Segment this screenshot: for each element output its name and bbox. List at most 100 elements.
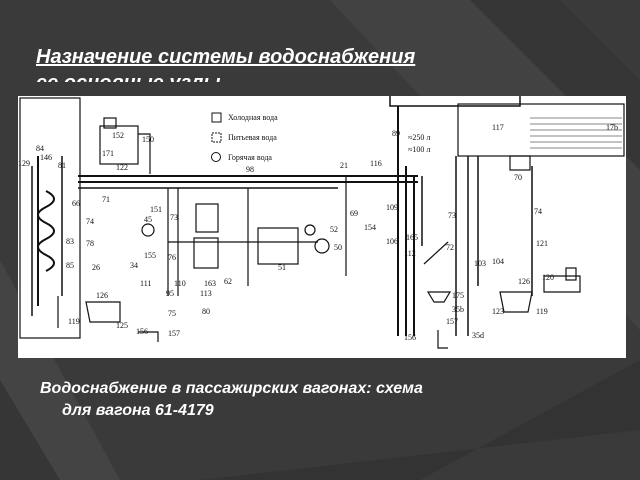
drain-right [437, 330, 448, 349]
label: 123 [492, 307, 504, 316]
boiler-coil [37, 190, 55, 272]
label: 85 [66, 261, 74, 270]
label: 104 [492, 257, 504, 266]
label: 17b [606, 123, 618, 132]
cold-water-icon [211, 112, 222, 123]
label: 84 [36, 144, 44, 153]
label: 73 [448, 211, 456, 220]
label: 95 [166, 289, 174, 298]
tank-water-hatch [530, 117, 622, 149]
pump [314, 238, 330, 254]
label: 126 [96, 291, 108, 300]
label: 156 [136, 327, 148, 336]
label: 34 [130, 261, 138, 270]
label: 157 [168, 329, 180, 338]
label: 119 [536, 307, 548, 316]
label: 156 [404, 333, 416, 342]
label: 89 [392, 129, 400, 138]
label: 72 [446, 243, 454, 252]
label: 74 [534, 207, 542, 216]
label: 175 [452, 291, 464, 300]
caption-line-1: Водоснабжение в пассажирских вагонах: сх… [40, 380, 423, 397]
toilet-right [499, 291, 533, 313]
top-bend [389, 96, 521, 107]
label: 113 [200, 289, 212, 298]
label: 112 [404, 249, 416, 258]
label: 83 [66, 237, 74, 246]
label: 21 [340, 161, 348, 170]
label: 50 [334, 243, 342, 252]
label: 74 [86, 217, 94, 226]
label: 76 [168, 253, 176, 262]
label: 150 [142, 135, 154, 144]
gauge-2 [141, 223, 155, 237]
label: 111 [140, 279, 151, 288]
drain-left [138, 331, 159, 342]
label: 120 [542, 273, 554, 282]
label: 26 [92, 263, 100, 272]
label: 109 [386, 203, 398, 212]
legend-hot: Горячая вода [228, 153, 272, 162]
washbasin-right [426, 291, 452, 303]
label: 157 [446, 317, 458, 326]
label: 155 [144, 251, 156, 260]
label: 81 [58, 161, 66, 170]
gauge-1 [304, 224, 316, 236]
annotation-250l: ≈250 л [408, 133, 430, 142]
title-line-1: Назначение системы водоснабжения [36, 46, 416, 68]
part-labels: 84 146 129 81 152 150 122 171 71 66 74 1… [18, 123, 618, 342]
label: 35b [452, 305, 464, 314]
label: 122 [116, 163, 128, 172]
filter-unit [195, 203, 219, 233]
label: 121 [536, 239, 548, 248]
label: 152 [112, 131, 124, 140]
label: 78 [86, 239, 94, 248]
label: 73 [170, 213, 178, 222]
annotation-100l: ≈100 л [408, 145, 430, 154]
toilet-left [85, 301, 121, 323]
label: 62 [224, 277, 232, 286]
heater-unit [193, 237, 219, 269]
label: 45 [144, 215, 152, 224]
diagonal-pipe [423, 241, 449, 265]
label: 171 [102, 149, 114, 158]
diagram-canvas: Холодная вода Питьевая вода Горячая вода… [18, 96, 625, 349]
label: 117 [492, 123, 504, 132]
upper-tank-cap [103, 117, 117, 129]
overflow-pipe [138, 133, 151, 174]
washbasin-far-right [543, 275, 581, 293]
drinking-water-icon [211, 132, 222, 143]
label: 116 [370, 159, 382, 168]
label: 70 [514, 173, 522, 182]
hot-water-icon [211, 152, 221, 162]
slide-title: Назначение системы водоснабжения ее осно… [36, 44, 596, 82]
legend: Холодная вода Питьевая вода Горячая вода [211, 112, 278, 162]
title-line-2: ее основные узлы [36, 70, 596, 82]
label: 110 [174, 279, 186, 288]
label: 52 [330, 225, 338, 234]
tank-outlet [509, 155, 531, 171]
caption-line-2: для вагона 61-4179 [62, 402, 214, 419]
label: 151 [150, 205, 162, 214]
label: 103 [474, 259, 486, 268]
left-frame [19, 97, 81, 339]
water-supply-diagram: Холодная вода Питьевая вода Горячая вода… [18, 96, 626, 358]
label: 80 [202, 307, 210, 316]
label: 51 [278, 263, 286, 272]
label: 69 [350, 209, 358, 218]
label: 163 [204, 279, 216, 288]
upper-tank [99, 125, 139, 165]
label: 154 [364, 223, 376, 232]
legend-cold: Холодная вода [228, 113, 278, 122]
label: 126 [518, 277, 530, 286]
label: 146 [40, 153, 52, 162]
boiler-unit [257, 227, 299, 265]
label: 71 [102, 195, 110, 204]
label: 129 [18, 159, 30, 168]
legend-drinking: Питьевая вода [228, 133, 277, 142]
faucet [565, 267, 577, 281]
label: 66 [72, 199, 80, 208]
label: 75 [168, 309, 176, 318]
label: 125 [116, 321, 128, 330]
slide-caption: Водоснабжение в пассажирских вагонах: сх… [40, 378, 600, 422]
